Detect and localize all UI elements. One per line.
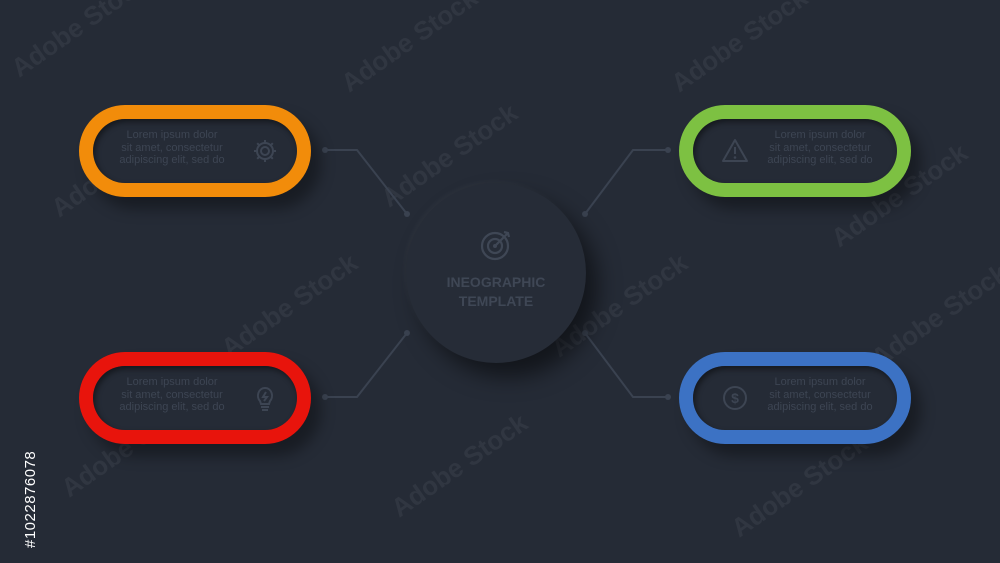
center-title-line: INEOGRAPHIC (446, 274, 546, 290)
item-description: Lorem ipsum dolor sit amet, consectetur … (755, 129, 885, 167)
lightbulb-icon (256, 386, 274, 411)
item-description: Lorem ipsum dolor sit amet, consectetur … (107, 376, 237, 414)
warning-icon (722, 139, 748, 162)
connector-dot (582, 330, 588, 336)
connector-dot (404, 330, 410, 336)
connector-dot (322, 394, 328, 400)
item-card-bottom-right: $ Lorem ipsum dolor sit amet, consectetu… (679, 352, 911, 444)
dollar-icon: $ (723, 386, 747, 410)
svg-text:$: $ (731, 390, 739, 406)
item-text-line: Lorem ipsum dolor (126, 376, 218, 388)
center-hub: INEOGRAPHIC TEMPLATE (406, 183, 586, 363)
connector-dot (665, 394, 671, 400)
center-title: INEOGRAPHIC TEMPLATE (406, 273, 586, 311)
target-icon (480, 230, 511, 261)
item-text-line: Lorem ipsum dolor (126, 129, 218, 141)
item-card-inner: $ Lorem ipsum dolor sit amet, consectetu… (693, 366, 897, 430)
connector-bottom-left (325, 332, 408, 398)
item-text-line: sit amet, consectetur (769, 141, 871, 154)
item-description: Lorem ipsum dolor sit amet, consectetur … (755, 376, 885, 414)
connector-dot (665, 147, 671, 153)
stock-id-label: #1022876078 (22, 450, 39, 548)
gear-icon (254, 140, 276, 162)
item-text-line: Lorem ipsum dolor (774, 376, 866, 388)
item-text-line: adipiscing elit, sed do (119, 154, 225, 166)
connector-top-left (325, 149, 408, 215)
item-text-line: adipiscing elit, sed do (767, 401, 873, 413)
item-text-line: Lorem ipsum dolor (774, 129, 866, 141)
connector-bottom-right (584, 332, 668, 398)
connector-dot (582, 211, 588, 217)
item-card-inner: Lorem ipsum dolor sit amet, consectetur … (693, 119, 897, 183)
item-text-line: adipiscing elit, sed do (119, 401, 225, 413)
item-text-line: sit amet, consectetur (121, 388, 223, 401)
item-card-top-left: Lorem ipsum dolor sit amet, consectetur … (79, 105, 311, 197)
item-card-inner: Lorem ipsum dolor sit amet, consectetur … (93, 366, 297, 430)
connector-top-right (584, 149, 668, 215)
item-description: Lorem ipsum dolor sit amet, consectetur … (107, 129, 237, 167)
item-card-bottom-left: Lorem ipsum dolor sit amet, consectetur … (79, 352, 311, 444)
item-text-line: adipiscing elit, sed do (767, 154, 873, 166)
connector-dot (322, 147, 328, 153)
center-title-line: TEMPLATE (458, 293, 534, 309)
item-text-line: sit amet, consectetur (769, 388, 871, 401)
item-card-inner: Lorem ipsum dolor sit amet, consectetur … (93, 119, 297, 183)
connector-dot (404, 211, 410, 217)
item-card-top-right: Lorem ipsum dolor sit amet, consectetur … (679, 105, 911, 197)
item-text-line: sit amet, consectetur (121, 141, 223, 154)
